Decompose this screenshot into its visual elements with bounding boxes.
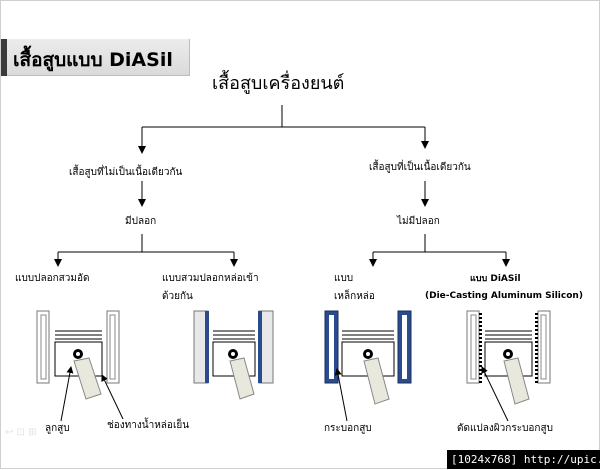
diasil-label-line1: แบบ DiASil [470, 274, 521, 284]
slide-nav-icons[interactable]: ↩ ⊡ ⊞ [5, 427, 37, 438]
cast-in-label-line1: แบบสวมปลอกหล่อเข้า [162, 273, 259, 284]
root-node-label: เสื้อสูบเครื่องยนต์ [212, 73, 345, 94]
cast-iron-figure [324, 310, 412, 405]
left-branch-label: เสื้อสูบที่ไม่เป็นเนื้อเดียวกัน [69, 167, 183, 178]
title-bar [1, 39, 190, 76]
watermark: [1024x768] http://upic.me/ [447, 450, 600, 469]
piston-callout: ลูกสูบ [45, 423, 70, 434]
press-fit-sleeve-figure [36, 310, 120, 400]
callout-arrows [60, 366, 509, 422]
title-accent [1, 39, 7, 76]
cast-iron-label-line1: แบบ [334, 273, 354, 284]
diasil-figure [466, 310, 551, 405]
diasil-label-line2: (Die-Casting Aluminum Silicon) [425, 291, 583, 301]
no-sleeve-label: ไม่มีปลอก [397, 216, 440, 227]
slide-title: เสื้อสูบแบบ DiASil [13, 49, 173, 71]
surface-callout: ดัดแปลงผิวกระบอกสูบ [457, 423, 553, 434]
cast-iron-label-line2: เหล็กหล่อ [334, 291, 375, 302]
tree-connectors [54, 105, 510, 267]
cylinder-callout: กระบอกสูบ [324, 423, 372, 434]
cast-in-label-line2: ด้วยกัน [162, 291, 193, 302]
press-fit-label: แบบปลอกสวมอัด [15, 273, 90, 284]
right-branch-label: เสื้อสูบที่เป็นเนื้อเดียวกัน [369, 162, 471, 173]
coolant-callout: ช่องทางน้ำหล่อเย็น [107, 420, 190, 431]
with-sleeve-label: มีปลอก [125, 216, 157, 227]
cast-in-sleeve-figure [193, 310, 274, 400]
